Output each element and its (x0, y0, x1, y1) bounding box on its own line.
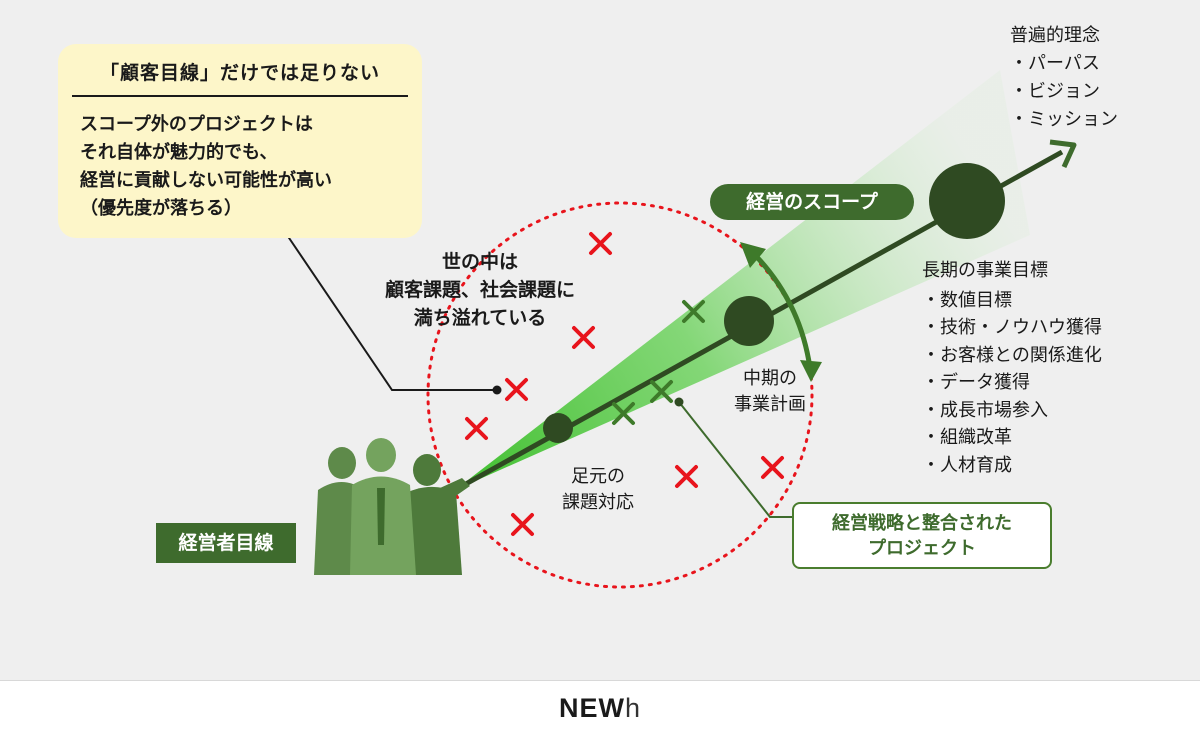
newh-logo: NEWh (0, 693, 1200, 724)
footer: NEWh (0, 680, 1200, 735)
callout-line: （優先度が落ちる） (80, 198, 242, 219)
callout-body: スコープ外のプロジェクトは それ自体が魅力的でも、 経営に貢献しない可能性が高い… (72, 111, 408, 223)
logo-main: NEW (558, 693, 625, 723)
world-line: 満ち溢れている (413, 307, 547, 329)
aligned-pointer-dot (674, 397, 684, 407)
diagram: 「顧客目線」だけでは足りない スコープ外のプロジェクトは それ自体が魅力的でも、… (58, 22, 1118, 589)
world-line: 顧客課題、社会課題に (384, 279, 575, 301)
long-term-item: ・成長市場参入 (922, 399, 1048, 421)
arrow-up-right-icon (1049, 139, 1077, 169)
long-term-title: 長期の事業目標 (922, 260, 1048, 281)
short-term-line: 課題対応 (562, 492, 634, 513)
scope-arc-arrowhead-bottom (800, 360, 822, 382)
long-term-item: ・お客様との関係進化 (922, 344, 1102, 366)
aligned-projects-line: プロジェクト (868, 538, 976, 559)
callout-line: それ自体が魅力的でも、 (80, 142, 278, 163)
philosophy-item: ・ビジョン (1010, 81, 1100, 102)
world-circle (426, 201, 814, 589)
philosophy-list: 普遍的理念 ・パーパス ・ビジョン ・ミッション (1010, 22, 1118, 134)
milestone-short-term (543, 413, 573, 443)
scope-arc (750, 250, 813, 369)
philosophy-title: 普遍的理念 (1010, 25, 1100, 46)
milestone-mid-term (724, 296, 774, 346)
mid-term-label: 中期の 事業計画 (720, 366, 820, 418)
viewpoint-badge: 経営者目線 (156, 523, 296, 563)
x-red-icon (505, 378, 528, 401)
long-term-item: ・人材育成 (922, 454, 1012, 476)
x-red-icon (465, 417, 488, 440)
world-line: 世の中は (441, 251, 518, 273)
philosophy-item: ・パーパス (1010, 53, 1100, 74)
diagram-graphics (284, 70, 1077, 589)
long-term-item: ・技術・ノウハウ獲得 (922, 317, 1102, 338)
x-green-icon (650, 380, 673, 403)
milestone-long-term (929, 163, 1005, 239)
mid-term-line: 事業計画 (734, 394, 806, 415)
x-green-icon (612, 402, 635, 425)
short-term-label: 足元の 課題対応 (538, 464, 658, 516)
short-term-line: 足元の (571, 466, 625, 487)
x-red-icon (675, 465, 698, 488)
aligned-projects-box: 経営戦略と整合された プロジェクト (792, 502, 1052, 569)
scope-badge: 経営のスコープ (710, 184, 914, 220)
x-red-icon (572, 326, 595, 349)
philosophy-item: ・ミッション (1010, 109, 1118, 130)
world-text: 世の中は 顧客課題、社会課題に 満ち溢れている (360, 248, 600, 332)
scope-arc-arrowhead-top (740, 242, 766, 268)
aligned-projects-line: 経営戦略と整合された (832, 513, 1012, 534)
long-term-item: ・データ獲得 (922, 372, 1030, 393)
long-term-goals: 長期の事業目標 ・数値目標 ・技術・ノウハウ獲得 ・お客様との関係進化 ・データ… (922, 257, 1102, 479)
x-red-icon (589, 232, 612, 255)
x-green-icon (682, 300, 705, 323)
long-term-item: ・数値目標 (922, 289, 1012, 311)
customer-view-callout: 「顧客目線」だけでは足りない スコープ外のプロジェクトは それ自体が魅力的でも、… (58, 44, 422, 238)
callout-title: 「顧客目線」だけでは足りない (72, 58, 408, 97)
callout-line: 経営に貢献しない可能性が高い (80, 170, 332, 191)
mid-term-line: 中期の (743, 368, 797, 389)
x-red-icon (761, 456, 784, 479)
callout-line: スコープ外のプロジェクトは (80, 114, 313, 135)
long-term-item: ・組織改革 (922, 427, 1012, 448)
people-silhouette-icon (314, 438, 470, 575)
scope-beam (455, 70, 1030, 490)
x-red-icon (511, 513, 534, 536)
logo-suffix: h (624, 693, 642, 723)
aligned-pointer (678, 401, 793, 518)
callout-pointer-dot (492, 385, 502, 395)
callout-pointer (284, 231, 497, 391)
